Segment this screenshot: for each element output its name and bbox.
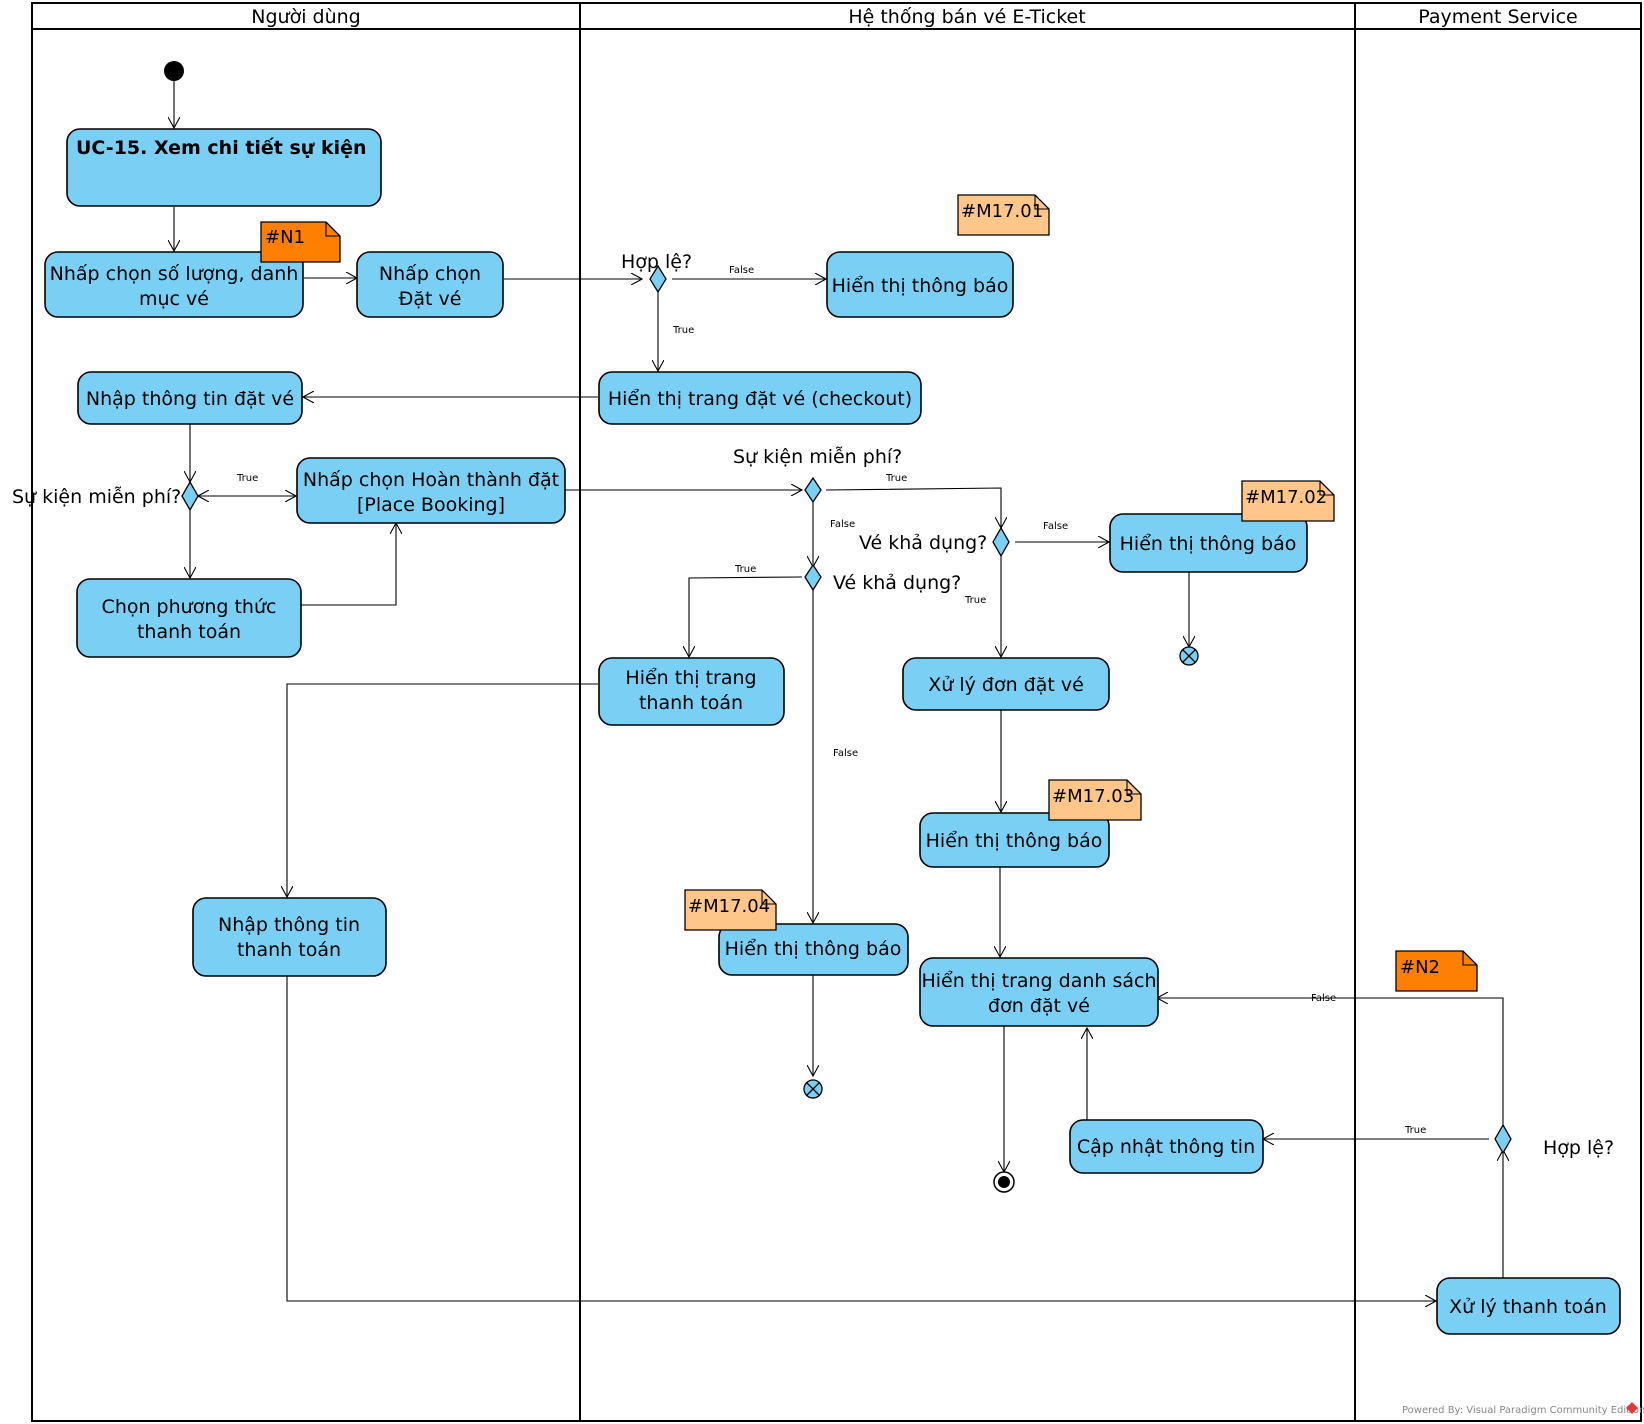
activity-label: Hiển thị thông báo: [1120, 533, 1297, 555]
initial-node: [164, 61, 184, 81]
activity-label: Nhấp chọn: [379, 263, 481, 285]
activity-show-order-list[interactable]: Hiển thị trang danh sách đơn đặt vé: [919, 957, 1159, 1027]
activity-show-message-2[interactable]: Hiển thị thông báo: [1109, 513, 1308, 573]
visual-paradigm-logo-icon: [1626, 1402, 1638, 1414]
guard-true: True: [734, 564, 756, 575]
note-label: #M17.01: [961, 201, 1043, 222]
note-m1703[interactable]: #M17.03: [1048, 779, 1142, 821]
guard-false: False: [1043, 521, 1068, 532]
lane-title-system: Hệ thống bán vé E-Ticket: [848, 6, 1085, 28]
decision-label-valid-1: Hợp lệ?: [621, 251, 692, 273]
activity-label: Hiển thị trang đặt vé (checkout): [608, 388, 912, 410]
guard-labels: False True True True False False True Tr…: [236, 265, 1426, 1136]
activity-label: UC-15. Xem chi tiết sự kiện: [76, 136, 367, 159]
activity-choose-payment[interactable]: Chọn phương thức thanh toán: [76, 578, 302, 658]
note-label: #M17.04: [688, 896, 770, 917]
activity-label: Hiển thị thông báo: [725, 938, 902, 960]
activity-label: Nhấp chọn Hoàn thành đặt: [303, 469, 559, 491]
activity-label: Hiển thị trang: [625, 667, 756, 689]
guard-true: True: [964, 595, 986, 606]
activity-label: thanh toán: [137, 621, 241, 643]
activity-enter-booking-info[interactable]: Nhập thông tin đặt vé: [77, 371, 303, 425]
activity-label: thanh toán: [237, 939, 341, 961]
decision-avail-left: [804, 563, 822, 592]
decision-valid-2: [1494, 1123, 1512, 1155]
guard-false: False: [1311, 993, 1336, 1004]
activity-process-payment[interactable]: Xử lý thanh toán: [1436, 1277, 1621, 1335]
lane-title-user: Người dùng: [251, 6, 360, 28]
activity-label: [Place Booking]: [357, 494, 505, 516]
activity-label: Chọn phương thức: [102, 596, 277, 618]
activity-label: Đặt vé: [399, 288, 462, 310]
activity-label: Hiển thị thông báo: [926, 830, 1103, 852]
watermark-text: Powered By: Visual Paradigm Community Ed…: [1402, 1405, 1644, 1416]
decision-free-user: [181, 480, 199, 512]
guard-false: False: [729, 265, 754, 276]
note-label: #M17.03: [1052, 786, 1134, 807]
decision-label-free-user: Sự kiện miễn phí?: [12, 485, 181, 508]
guard-false: False: [830, 519, 855, 530]
activity-process-order[interactable]: Xử lý đơn đặt vé: [902, 657, 1110, 711]
decision-nodes: [181, 264, 1512, 1155]
activity-show-message-4[interactable]: Hiển thị thông báo: [718, 923, 909, 976]
decision-label-free-system: Sự kiện miễn phí?: [733, 445, 902, 468]
control-flows: [174, 81, 1503, 1301]
flow-valid2-false: [1157, 998, 1504, 1127]
note-m1702[interactable]: #M17.02: [1241, 480, 1335, 522]
note-m1701[interactable]: #M17.01: [957, 194, 1050, 236]
decision-label-valid-2: Hợp lệ?: [1543, 1137, 1614, 1159]
activity-label: mục vé: [139, 288, 209, 310]
activity-show-payment-page[interactable]: Hiển thị trang thanh toán: [598, 657, 785, 726]
guard-true: True: [672, 325, 694, 336]
guard-false: False: [833, 748, 858, 759]
activity-label: Cập nhật thông tin: [1077, 1136, 1255, 1158]
note-label: #M17.02: [1245, 487, 1327, 508]
guard-true: True: [885, 473, 907, 484]
guard-true: True: [236, 473, 258, 484]
activity-label: thanh toán: [639, 692, 743, 714]
flow-paypage-to-enter: [287, 683, 598, 897]
lane-title-payment: Payment Service: [1418, 6, 1577, 28]
activity-uc15[interactable]: UC-15. Xem chi tiết sự kiện: [66, 128, 382, 207]
activity-label: Xử lý đơn đặt vé: [928, 674, 1084, 696]
activity-label: Nhập thông tin đặt vé: [86, 388, 294, 410]
note-n2[interactable]: #N2: [1395, 950, 1478, 992]
flow-final-node-2: [803, 1079, 823, 1099]
activity-place-booking[interactable]: Nhấp chọn Hoàn thành đặt [Place Booking]: [296, 457, 566, 524]
activity-show-checkout[interactable]: Hiển thị trang đặt vé (checkout): [598, 371, 922, 425]
decision-valid-1: [649, 264, 667, 294]
activity-label: Hiển thị trang danh sách: [921, 970, 1156, 992]
swimlanes: Người dùng Hệ thống bán vé E-Ticket Paym…: [31, 2, 1642, 1422]
activity-final-node: [993, 1171, 1015, 1193]
note-label: #N1: [265, 227, 305, 248]
flow-final-node-1: [1179, 646, 1199, 666]
activity-click-book[interactable]: Nhấp chọn Đặt vé: [356, 251, 504, 318]
activity-select-quantity[interactable]: Nhấp chọn số lượng, danh mục vé: [44, 251, 304, 318]
activity-show-message-3[interactable]: Hiển thị thông báo: [919, 812, 1110, 868]
decision-label-avail-left: Vé khả dụng?: [833, 572, 961, 594]
flow-free-sys-true: [825, 487, 1001, 528]
note-label: #N2: [1400, 957, 1440, 978]
activity-label: Xử lý thanh toán: [1449, 1296, 1607, 1318]
flow-choose-to-place: [301, 523, 396, 606]
guard-true: True: [1404, 1125, 1426, 1136]
activity-enter-payment-info[interactable]: Nhập thông tin thanh toán: [192, 897, 387, 977]
decision-label-avail-right: Vé khả dụng?: [859, 532, 987, 554]
note-n1[interactable]: #N1: [260, 221, 341, 263]
decision-avail-right: [992, 526, 1010, 558]
note-m1704[interactable]: #M17.04: [684, 889, 777, 931]
activity-label: Nhấp chọn số lượng, danh: [50, 263, 299, 285]
activity-label: Hiển thị thông báo: [832, 275, 1009, 297]
activity-update-info[interactable]: Cập nhật thông tin: [1069, 1119, 1264, 1174]
flow-avail-left-true: [689, 576, 803, 657]
activity-label: Nhập thông tin: [218, 914, 360, 936]
decision-free-system: [804, 476, 822, 504]
flow-enter-payment-to-process: [286, 976, 1436, 1301]
activity-show-message-1[interactable]: Hiển thị thông báo: [826, 251, 1014, 318]
activity-label: đơn đặt vé: [988, 995, 1090, 1017]
